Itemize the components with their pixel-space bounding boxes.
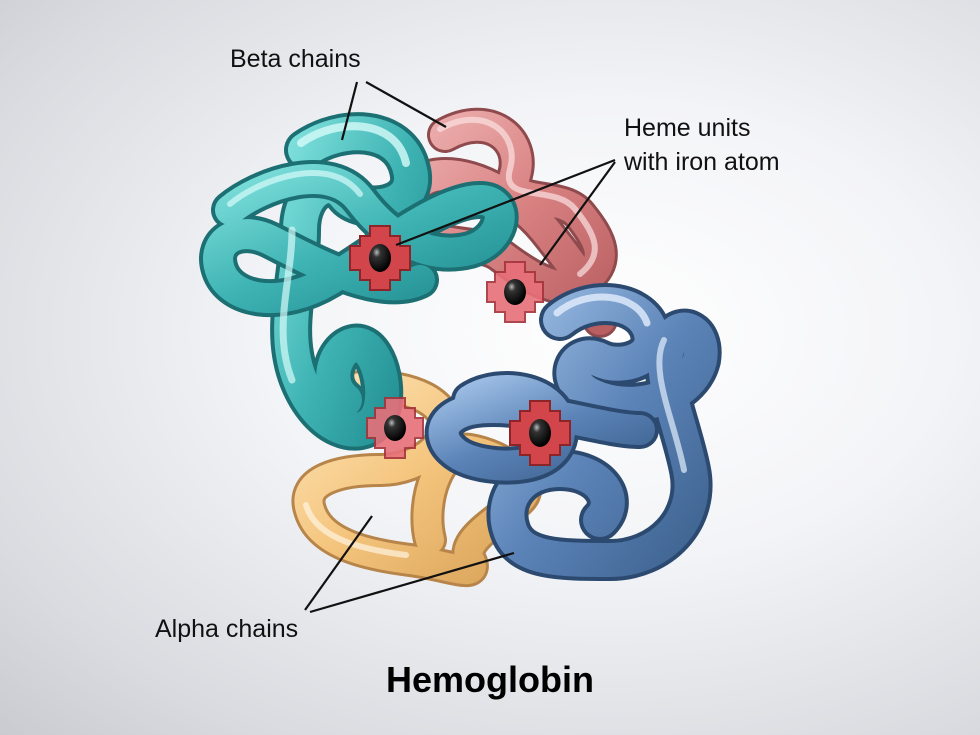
beta-leader-2 [365, 81, 447, 128]
alpha-chains-label: Alpha chains [155, 615, 299, 643]
alpha-leader-1 [304, 515, 373, 611]
alpha-leader-2 [309, 551, 515, 614]
leader-lines [304, 81, 616, 614]
iron-atom-icon [384, 415, 406, 441]
heme-unit-3 [366, 397, 424, 459]
heme-unit-1 [349, 225, 411, 291]
diagram-title: Hemoglobin [386, 659, 594, 700]
heme-unit-2 [486, 261, 544, 323]
heme-units-label: Heme units with iron atom [624, 111, 780, 179]
iron-atom-icon [504, 279, 526, 305]
beta-chains-label: Beta chains [230, 45, 361, 73]
heme-unit-4 [509, 400, 571, 466]
heme-units-label-line1: Heme units [624, 114, 751, 142]
beta-leader-1 [340, 81, 359, 141]
heme-units-label-line2: with iron atom [624, 148, 780, 176]
heme-leader-2 [539, 161, 616, 266]
iron-atom-icon [529, 419, 551, 447]
iron-atom-icon [369, 244, 391, 272]
beta-chain-teal [199, 112, 519, 451]
heme-leader-1 [395, 158, 616, 247]
